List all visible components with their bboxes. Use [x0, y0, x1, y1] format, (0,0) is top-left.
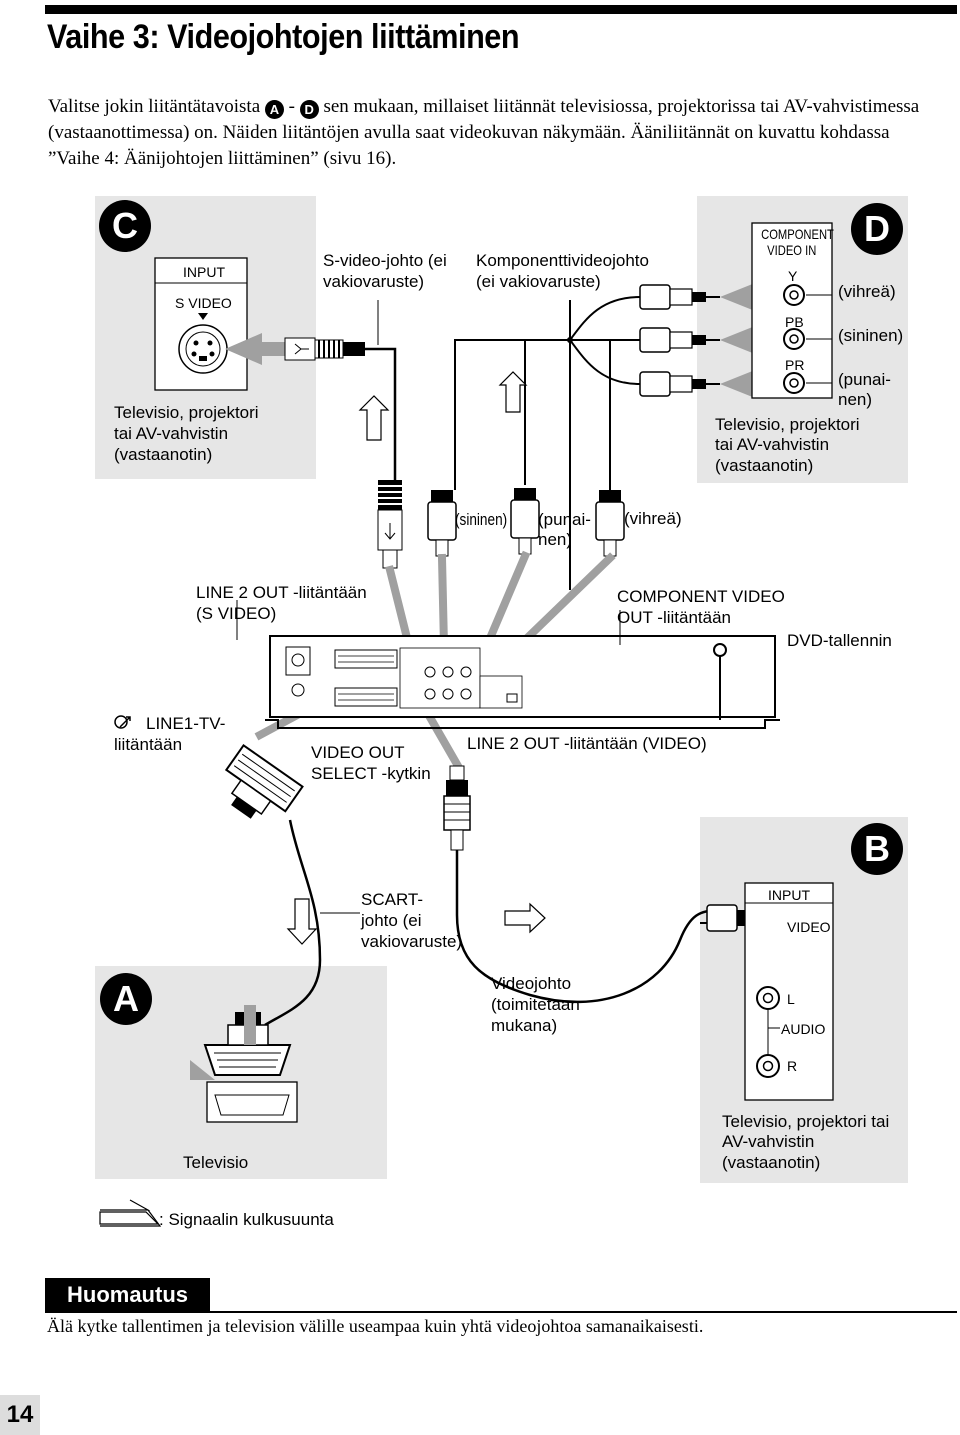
panel-c-device-label-1: Televisio, projektori: [114, 403, 259, 422]
panel-d-component-label-1: COMPONENT: [761, 226, 834, 242]
panel-b-device-label-2: AV-vahvistin: [722, 1132, 815, 1151]
intro-paragraph: Valitse jokin liitäntätavoista A - D sen…: [48, 94, 943, 172]
plug-green-label: (vihreä): [624, 509, 682, 528]
component-cable-label-2: (ei vakiovaruste): [476, 272, 601, 291]
badge-a-inline: A: [264, 100, 284, 119]
panel-d-device-label-3: (vastaanotin): [715, 456, 814, 475]
line1-tv-label-1: LINE1-TV-: [146, 714, 226, 733]
intro-text-2: sen mukaan, millaiset liitännät televisi…: [48, 96, 920, 169]
note-rule: [45, 1311, 957, 1313]
line2-video-label: LINE 2 OUT -liitäntään (VIDEO): [467, 734, 707, 753]
signal-arrow-icon: [286, 898, 318, 945]
badge-b: B: [851, 823, 903, 875]
panel-d-blue-label: (sininen): [838, 326, 904, 345]
component-out-label-2: OUT -liitäntään: [617, 608, 732, 627]
note-heading: Huomautus: [45, 1278, 210, 1311]
panel-d-green-label: (vihreä): [838, 282, 896, 301]
line1-tv-icon: [114, 715, 131, 729]
svideo-cable-label-2: vakiovaruste): [323, 272, 425, 291]
video-cable: [455, 850, 721, 1004]
page-title: Vaihe 3: Videojohtojen liittäminen: [47, 18, 520, 56]
svideo-plug-top-icon: [284, 337, 316, 361]
panel-b-r-label: R: [787, 1058, 798, 1074]
component-cable-label-1: Komponenttivideojohto: [476, 251, 649, 270]
panel-b-video-label: VIDEO: [787, 919, 831, 935]
page-number: 14: [0, 1395, 40, 1435]
panel-d-component-label-2: VIDEO IN: [767, 242, 817, 258]
jack-pb-label: PB: [785, 314, 804, 330]
signal-arrow-icon: [498, 371, 528, 413]
badge-c: C: [99, 200, 151, 252]
rca-plug-red-top-icon: [639, 371, 720, 397]
badge-a: A: [100, 973, 152, 1025]
panel-b-device-label-1: Televisio, projektori tai: [722, 1112, 890, 1131]
panel-d-red-label-2: nen): [838, 390, 873, 409]
rca-plug-blue-top-icon: [639, 327, 720, 353]
scart-cable-label-1: SCART-: [361, 890, 424, 909]
panel-d-device-frame: [751, 222, 833, 399]
scart-cable-label-2: johto (ei: [361, 911, 422, 930]
intro-dash: -: [283, 96, 300, 117]
note-text: Älä kytke tallentimen ja television väli…: [47, 1316, 704, 1336]
video-out-select-label-2: SELECT -kytkin: [311, 764, 431, 783]
recorder-label: DVD-tallennin: [787, 631, 892, 650]
panel-d-device-label-2: tai AV-vahvistin: [715, 435, 830, 454]
panel-c-device-label-2: tai AV-vahvistin: [114, 424, 229, 443]
svideo-down-arrow-icon: [198, 313, 208, 320]
jack-pr-label: PR: [785, 357, 805, 373]
signal-arrow-icon: [358, 395, 390, 441]
video-cable-label-1: Videojohto: [491, 974, 572, 993]
line2-svideo-label-1: LINE 2 OUT -liitäntään: [196, 583, 367, 602]
top-rule: [45, 5, 957, 14]
legend-arrow-icon: [100, 1199, 162, 1227]
panel-d-red-label-1: (punai-: [838, 370, 891, 389]
badge-d-inline: D: [299, 100, 319, 119]
power-cord-icon: [713, 643, 727, 657]
video-cable-label-3: mukana): [491, 1016, 558, 1035]
panel-b-audio-label: AUDIO: [781, 1021, 826, 1037]
line2-svideo-label-2: (S VIDEO): [196, 604, 277, 623]
panel-a-device-label: Televisio: [183, 1153, 249, 1172]
video-out-select-label-1: VIDEO OUT: [311, 743, 405, 762]
svideo-connect-arrow: [225, 333, 285, 365]
svideo-cable-label-1: S-video-johto (ei: [323, 251, 447, 270]
scart-line1: [334, 687, 398, 707]
video-plug-top-icon: [443, 765, 471, 851]
svideo-plug-bottom-icon: [378, 480, 402, 510]
rca-plug-red-bottom-icon: [510, 488, 540, 555]
component-out-label-1: COMPONENT VIDEO: [617, 587, 785, 606]
scart-cable: [264, 819, 322, 1027]
legend-label: : Signaalin kulkusuunta: [159, 1210, 334, 1229]
plug-red-label-2: nen): [538, 530, 573, 549]
svideo-cable: [365, 347, 397, 485]
panel-d-device-label-1: Televisio, projektori: [715, 415, 860, 434]
intro-text-1: Valitse jokin liitäntätavoista: [48, 96, 265, 117]
plug-blue-label: (sininen): [455, 510, 508, 529]
rca-plug-blue-bottom-icon: [427, 490, 457, 557]
video-plug-bottom-icon: [706, 904, 738, 932]
digital-out-block: [479, 675, 523, 709]
rca-plug-green-top-icon: [639, 284, 720, 310]
panel-b-input-label: INPUT: [768, 887, 810, 903]
panel-c-device-label-3: (vastaanotin): [114, 445, 213, 464]
scart-cable-label-3: vakiovaruste): [361, 932, 463, 951]
panel-b-l-label: L: [787, 991, 795, 1007]
panel-c-input-label: INPUT: [183, 264, 225, 280]
signal-arrow-icon: [504, 902, 546, 934]
rca-plug-green-bottom-icon: [595, 490, 625, 557]
plug-red-label-1: (punai-: [538, 510, 591, 529]
video-cable-label-2: (toimitetaan: [491, 995, 580, 1014]
scart-line3: [334, 649, 398, 669]
line1-tv-label-2: liitäntään: [114, 735, 183, 754]
badge-d: D: [851, 203, 903, 255]
panel-c-svideo-label: S VIDEO: [175, 295, 232, 311]
jack-y-label: Y: [788, 268, 798, 284]
scart-plug-top-icon: [224, 743, 304, 819]
panel-b-device-label-3: (vastaanotin): [722, 1153, 821, 1172]
